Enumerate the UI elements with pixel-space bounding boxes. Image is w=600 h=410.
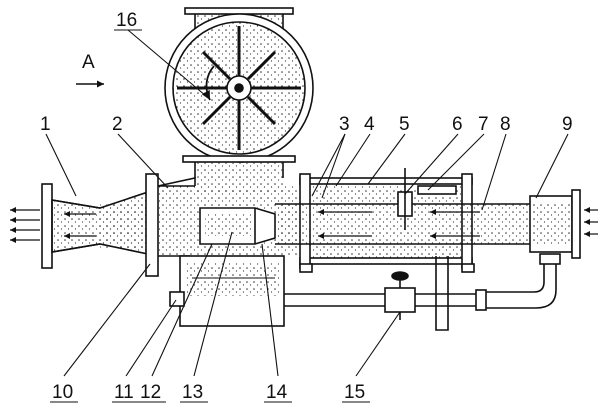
callout-16: 16: [116, 10, 137, 31]
flow-arrows: [10, 207, 598, 243]
callout-1: 1: [40, 114, 51, 135]
rotary-valve-housing: [164, 7, 314, 192]
callout-3: 3: [339, 114, 350, 135]
leader-lines: [45, 29, 569, 377]
callout-13: 13: [182, 382, 203, 403]
callout-5: 5: [399, 114, 410, 135]
callout-8: 8: [500, 114, 511, 135]
callout-9: 9: [562, 114, 573, 135]
callout-4: 4: [364, 114, 375, 135]
callout-10: 10: [52, 382, 73, 403]
view-label: A: [82, 52, 95, 73]
main-barrel: [275, 168, 581, 273]
callout-11: 11: [114, 382, 134, 403]
callout-14: 14: [266, 382, 288, 403]
inner-nozzle: [199, 207, 276, 245]
callout-6: 6: [452, 114, 463, 135]
callout-15: 15: [344, 382, 365, 403]
inlet-nozzle: [41, 183, 149, 269]
callout-12: 12: [140, 382, 161, 403]
bypass-piping: [169, 253, 561, 331]
callout-2: 2: [112, 114, 123, 135]
mixing-chamber: [145, 173, 298, 327]
callout-7: 7: [478, 114, 489, 135]
